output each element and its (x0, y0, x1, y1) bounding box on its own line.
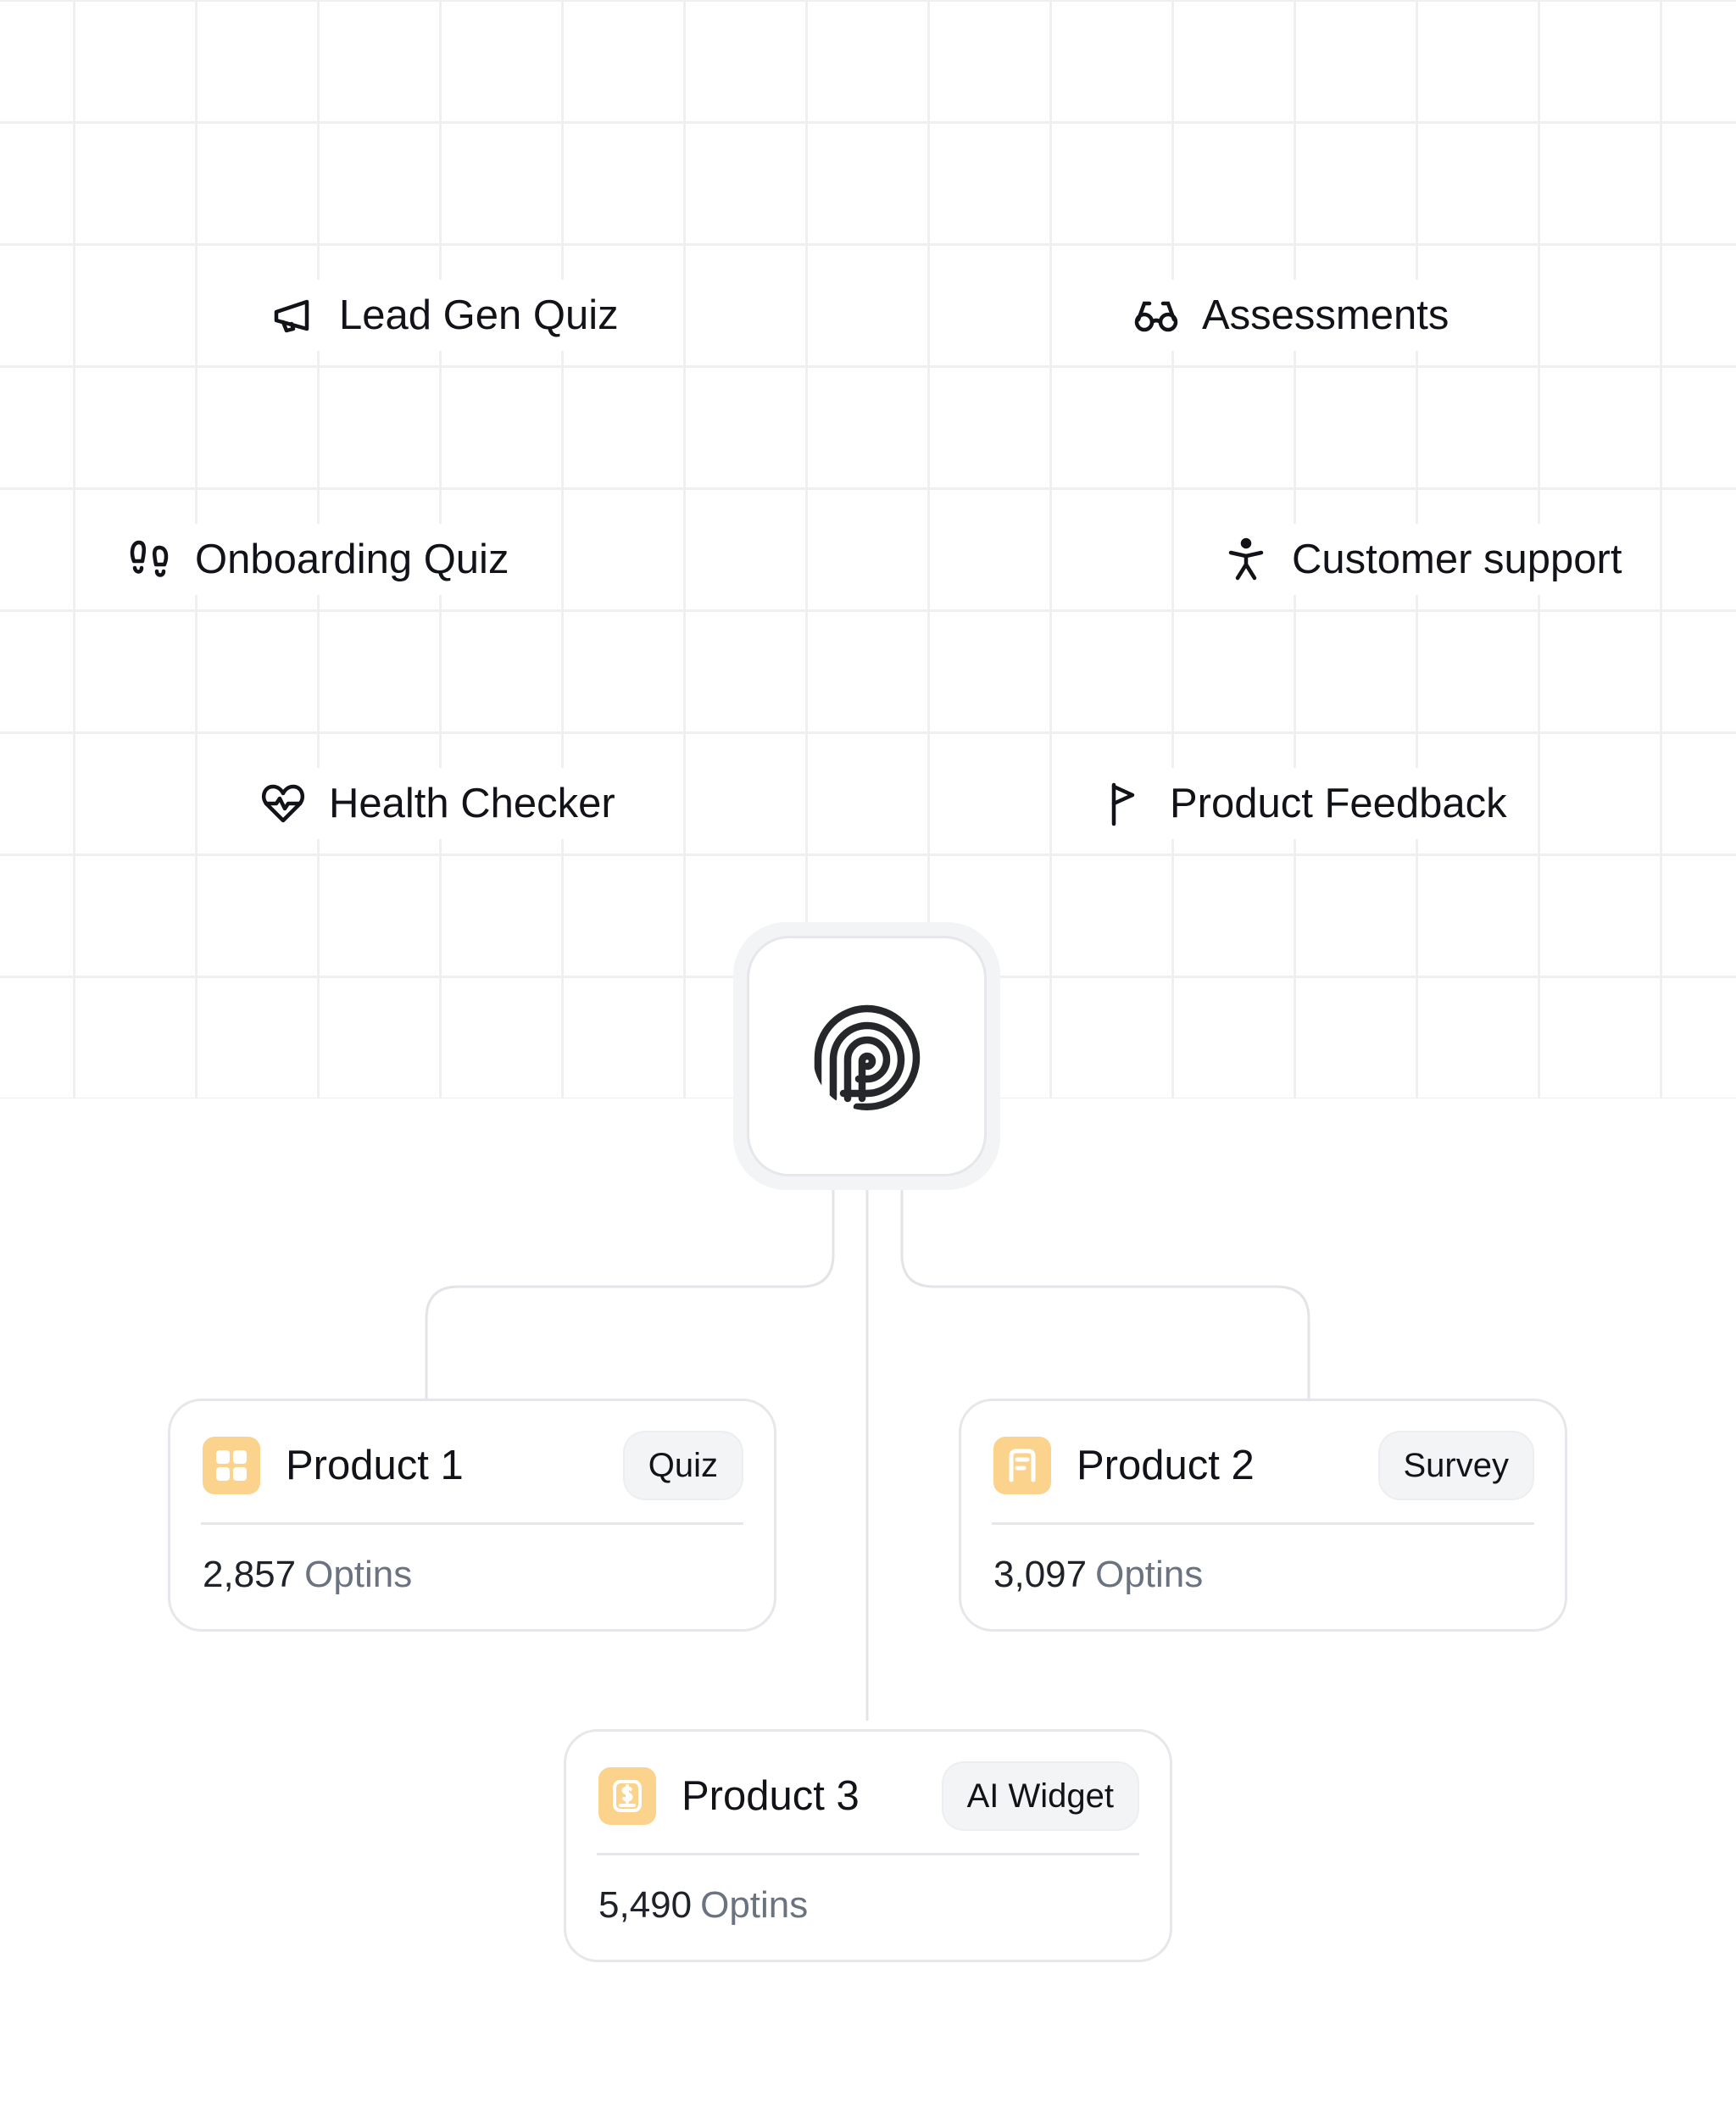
product-name: Product 2 (1077, 1443, 1255, 1488)
usecase-lead-gen-quiz[interactable]: Lead Gen Quiz (254, 280, 634, 351)
brand-logo-icon (814, 1004, 920, 1110)
grid-app-icon (203, 1437, 260, 1494)
usecase-assessments[interactable]: Assessments (1117, 280, 1465, 351)
footprints-icon (125, 536, 173, 583)
product-type-tag[interactable]: Quiz (622, 1431, 743, 1500)
usecase-customer-support[interactable]: Customer support (1207, 524, 1638, 595)
product-card-header: Product 2 Survey (993, 1431, 1534, 1500)
accessibility-icon (1222, 536, 1270, 583)
product-type-tag[interactable]: AI Widget (941, 1761, 1139, 1831)
optins-count: 3,097 (993, 1554, 1088, 1595)
usecase-health-checker[interactable]: Health Checker (244, 768, 631, 839)
glasses-icon (1132, 292, 1180, 339)
center-logo-card[interactable] (747, 936, 987, 1176)
product-type-tag[interactable]: Survey (1377, 1431, 1534, 1500)
divider (597, 1853, 1139, 1855)
dollar-doc-icon (598, 1767, 656, 1825)
usecase-label: Lead Gen Quiz (339, 292, 619, 338)
megaphone-icon (270, 292, 317, 339)
flag-icon (1100, 780, 1148, 827)
usecase-label: Product Feedback (1170, 780, 1507, 826)
product-name: Product 1 (286, 1443, 464, 1488)
divider (992, 1522, 1534, 1525)
optins-count: 5,490 (598, 1884, 693, 1926)
usecase-label: Assessments (1202, 292, 1449, 338)
usecase-onboarding-quiz[interactable]: Onboarding Quiz (110, 524, 525, 595)
usecase-product-feedback[interactable]: Product Feedback (1085, 768, 1522, 839)
optins-unit: Optins (304, 1554, 413, 1595)
product-name: Product 3 (682, 1773, 860, 1819)
divider (201, 1522, 743, 1525)
heart-pulse-icon (259, 780, 307, 827)
product-card-header: Product 3 AI Widget (598, 1761, 1139, 1831)
optins-unit: Optins (1095, 1554, 1204, 1595)
product-card-header: Product 1 Quiz (203, 1431, 743, 1500)
form-app-icon (993, 1437, 1051, 1494)
usecase-label: Health Checker (329, 780, 615, 826)
optins-count: 2,857 (203, 1554, 297, 1595)
optins-unit: Optins (700, 1884, 809, 1926)
usecase-label: Onboarding Quiz (195, 536, 509, 582)
usecase-label: Customer support (1292, 536, 1622, 582)
